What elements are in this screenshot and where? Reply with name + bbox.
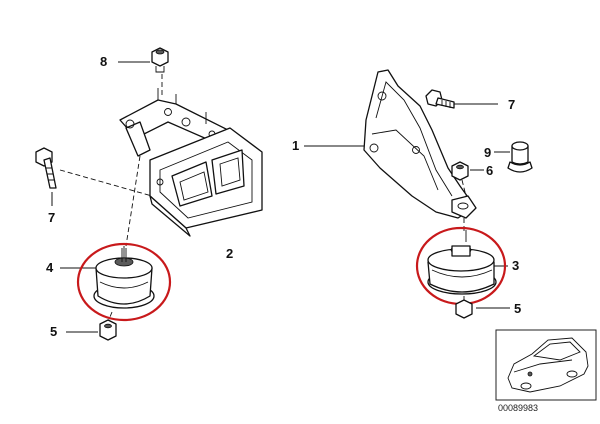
part-1-bracket (304, 69, 477, 219)
part-4-engine-mount (60, 246, 155, 309)
callout-7-left: 7 (48, 210, 55, 225)
highlight-circle-left (76, 242, 172, 322)
part-3-engine-mount (427, 230, 508, 295)
callout-3: 3 (512, 258, 519, 273)
callout-8: 8 (100, 54, 107, 69)
callout-9: 9 (484, 145, 491, 160)
callout-1: 1 (292, 138, 299, 153)
part-5-nut-left (66, 311, 117, 341)
callout-5-right: 5 (514, 301, 521, 316)
callout-5-left: 5 (50, 324, 57, 339)
part-5-bolt-right (455, 296, 510, 319)
callout-7-right: 7 (508, 97, 515, 112)
callout-2: 2 (226, 246, 233, 261)
part-9-bushing (494, 141, 533, 173)
callout-6: 6 (486, 163, 493, 178)
part-7-bolt-left (35, 147, 57, 206)
part-8-nut (118, 47, 169, 73)
diagram-code: 00089983 (498, 403, 538, 413)
part-2-bracket (119, 88, 263, 237)
car-silhouette-icon (507, 337, 589, 393)
vehicle-thumbnail: 00089983 (495, 329, 597, 413)
part-6-nut (451, 161, 484, 197)
part-7-bolt-right (425, 89, 498, 109)
assembly-lines-left (59, 74, 163, 247)
callout-4: 4 (46, 260, 54, 275)
